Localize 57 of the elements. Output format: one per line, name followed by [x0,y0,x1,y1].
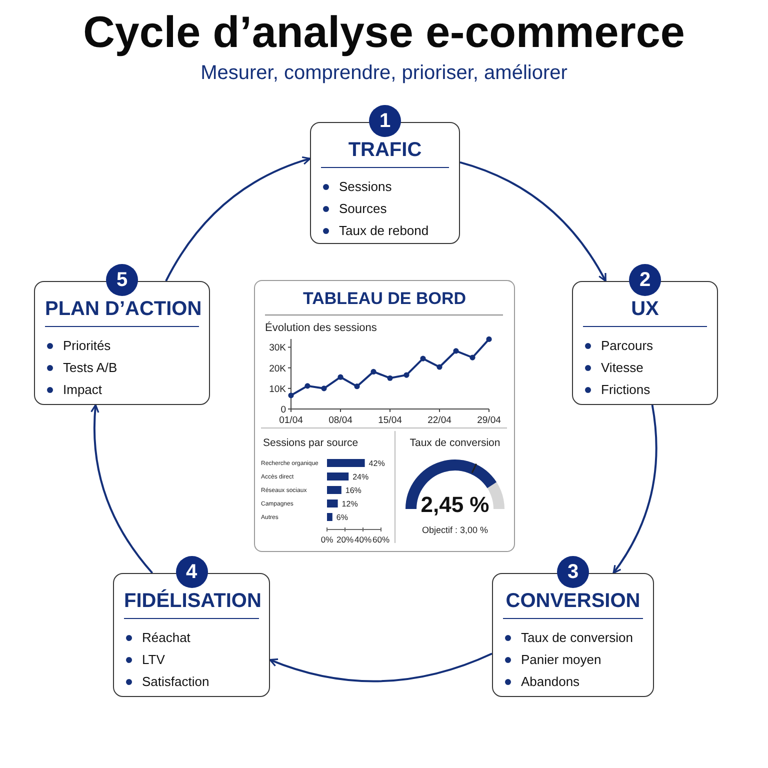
bullet-item: Sources [323,201,387,216]
gauge-value: 2,45 % [420,492,490,518]
tick-label: 22/04 [428,415,452,426]
tick-label: 10K [269,384,286,395]
dashboard-heading: TABLEAU DE BORD [302,289,468,309]
bullet-item: Réachat [126,630,190,645]
step-number-badge: 4 [176,556,208,588]
tick-label: 01/04 [279,415,303,426]
title: Cycle d’analyse e-commerce [82,8,686,58]
step-number-badge: 2 [629,264,661,296]
curved-arrow [612,404,658,574]
tick-label: 29/04 [477,415,501,426]
bullet-item: Impact [47,382,102,397]
tick-label: 20K [269,363,286,374]
gauge-title: Taux de conversion [408,437,502,449]
value-label: 12% [342,500,358,508]
tick-label: 15/04 [378,415,402,426]
value-label: 16% [345,486,362,495]
dashboard-panel [254,280,515,552]
step-heading: CONVERSION [504,590,642,613]
gauge-target: Objectif : 3,00 % [420,525,490,535]
curved-arrow [269,652,492,682]
tick-label: 08/04 [328,415,352,426]
chart-title: Sessions par source [263,437,358,449]
bullet-item: Priorités [47,338,111,353]
bullet-item: Abandons [505,674,580,689]
tick-label: 20% [336,534,354,544]
bullet-item: Frictions [585,382,650,397]
tick-label: 40% [354,534,372,544]
bullet-item: Taux de rebond [323,223,429,238]
tick-label: 0% [320,534,334,544]
curved-arrow [165,156,311,282]
bullet-item: Tests A/B [47,360,118,375]
step-number-badge: 1 [369,105,401,137]
subtitle: Mesurer, comprendre, prioriser, améliorer [200,62,568,85]
bullet-item: Parcours [585,338,654,353]
bullet-item: Satisfaction [126,674,210,689]
curved-arrow [460,161,606,282]
step-number-badge: 3 [557,556,589,588]
step-heading: PLAN D’ACTION [45,298,199,321]
tick-label: 0 [280,404,286,416]
step-heading: TRAFIC [347,139,423,162]
chart-title: Évolution des sessions [265,322,377,334]
bullet-item: Vitesse [585,360,644,375]
bullet-item: Sessions [323,179,392,194]
curved-arrow [90,404,154,574]
value-label: 6% [336,513,348,522]
bullet-item: Taux de conversion [505,630,634,645]
step-heading: FIDÉLISATION [124,590,259,613]
tick-label: 30K [269,342,286,354]
bullet-item: Panier moyen [505,652,602,667]
bullet-item: LTV [126,652,165,667]
value-label: 24% [352,472,369,482]
step-heading: UX [630,298,660,321]
step-number-badge: 5 [106,264,138,296]
tick-label: 60% [372,534,390,544]
value-label: 42% [368,459,385,468]
